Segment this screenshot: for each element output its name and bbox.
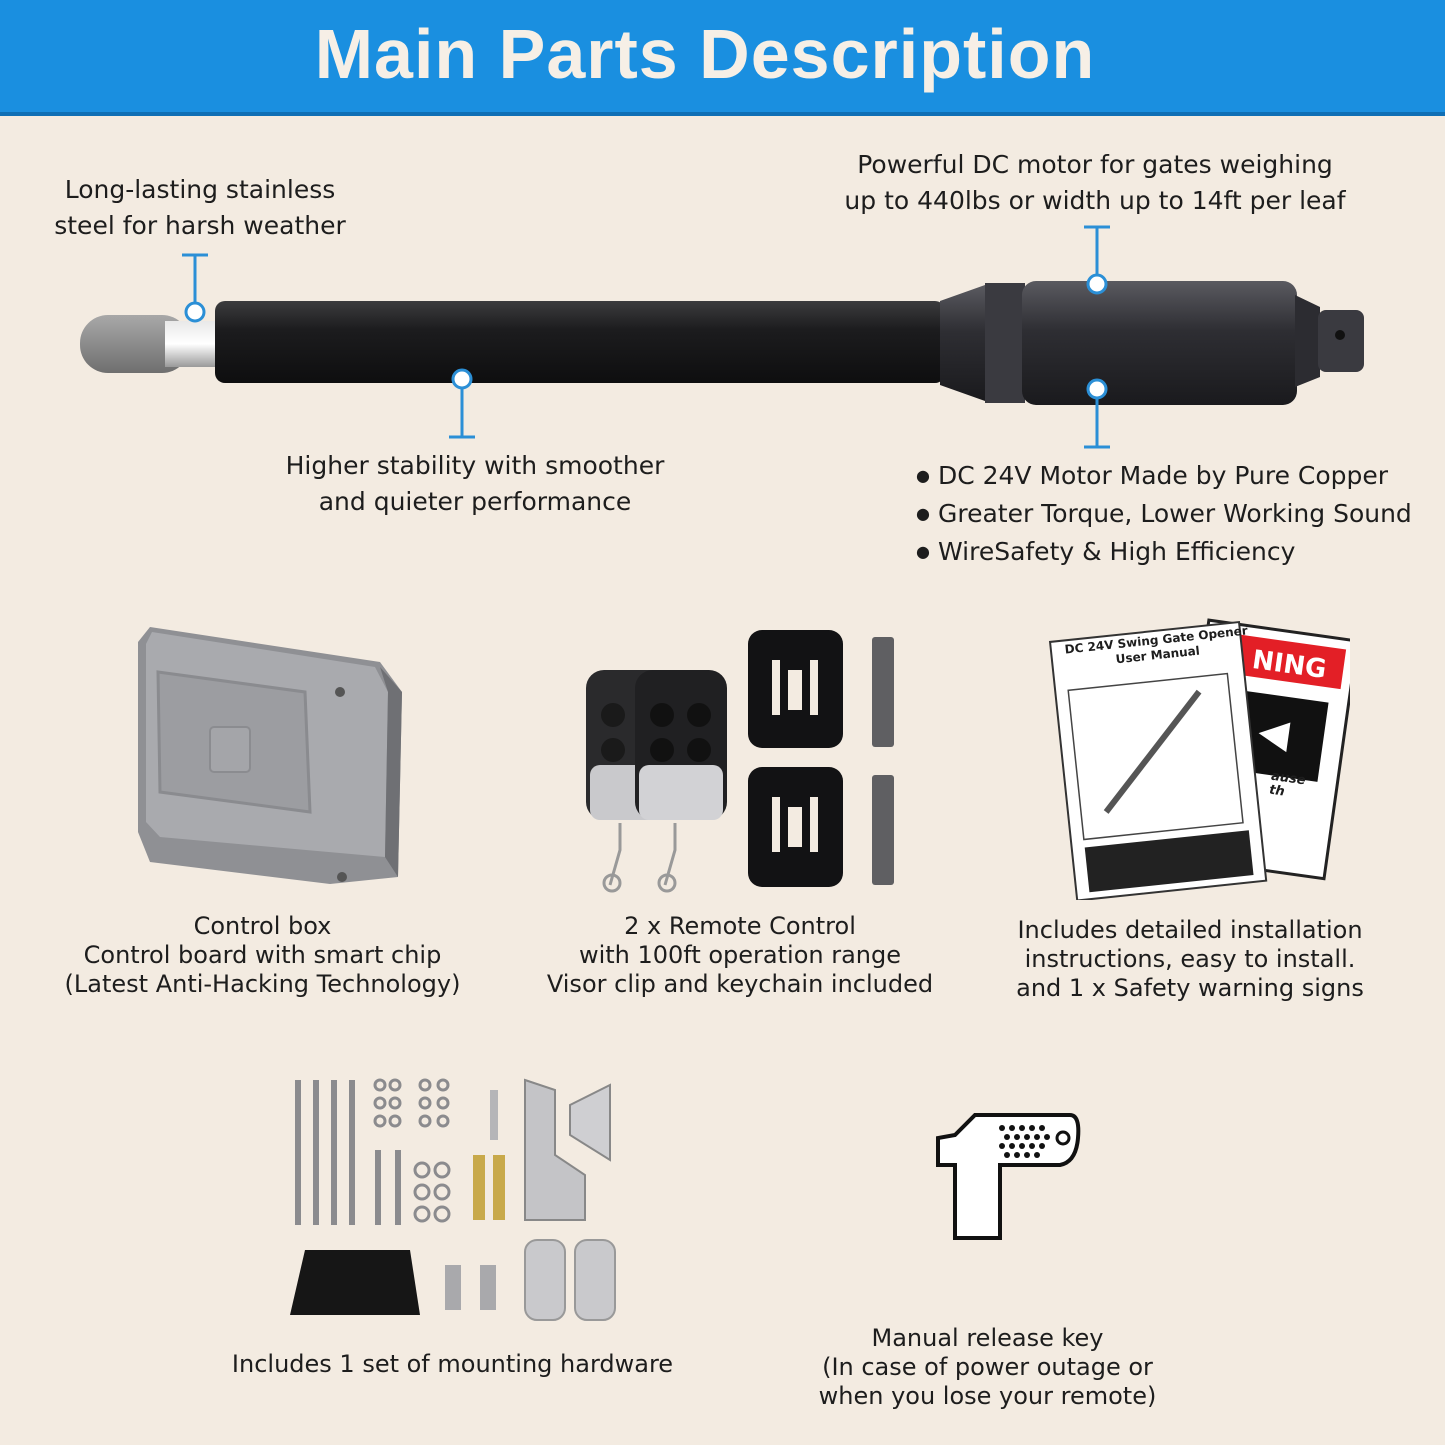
mounting-hardware-image xyxy=(290,1078,616,1321)
visor-clips xyxy=(748,630,843,887)
motor-feature-item: WireSafety & High Efficiency xyxy=(916,534,1412,572)
motor-feature-list: DC 24V Motor Made by Pure Copper Greater… xyxy=(916,458,1412,572)
motor-caption: Powerful DC motor for gates weighing up … xyxy=(844,150,1346,215)
steel-caption: Long-lasting stainless steel for harsh w… xyxy=(54,175,346,240)
anchor-bolts xyxy=(473,1155,505,1220)
clip-pads xyxy=(872,637,894,885)
washers xyxy=(373,1078,451,1223)
manual-and-sign-image: DC 24V Swing Gate Opener User Manual NIN… xyxy=(1040,600,1350,900)
actuator-body xyxy=(80,281,1364,405)
hinge-plates xyxy=(524,1239,616,1321)
release-key-icon xyxy=(936,1113,1081,1240)
release-key-caption: Manual release key (In case of power out… xyxy=(818,1324,1157,1410)
callout-markers xyxy=(182,225,1110,449)
gate-bracket xyxy=(524,1078,586,1221)
motor-feature-item: DC 24V Motor Made by Pure Copper xyxy=(916,458,1412,496)
motor-feature-item: Greater Torque, Lower Working Sound xyxy=(916,496,1412,534)
remote-control-2 xyxy=(635,670,727,893)
user-manual xyxy=(1048,620,1268,900)
hardware-caption: Includes 1 set of mounting hardware xyxy=(231,1350,674,1378)
control-box-caption: Control box Control board with smart chi… xyxy=(64,912,461,998)
linear-actuator-image xyxy=(80,225,1364,449)
manual-caption: Includes detailed installation instructi… xyxy=(1016,916,1364,1002)
bolts xyxy=(295,1080,401,1225)
hinge-pins xyxy=(445,1265,496,1310)
control-box-image xyxy=(138,627,402,884)
header-banner: Main Parts Description xyxy=(0,0,1445,116)
post-bracket xyxy=(569,1083,611,1162)
stability-caption: Higher stability with smoother and quiet… xyxy=(285,451,665,516)
warning-sign-subtext: ause th xyxy=(1268,768,1307,800)
remotes-caption: 2 x Remote Control with 100ft operation … xyxy=(546,912,934,998)
rubber-block xyxy=(290,1250,420,1315)
page-title: Main Parts Description xyxy=(314,15,1096,93)
remote-controls-image xyxy=(586,630,894,893)
